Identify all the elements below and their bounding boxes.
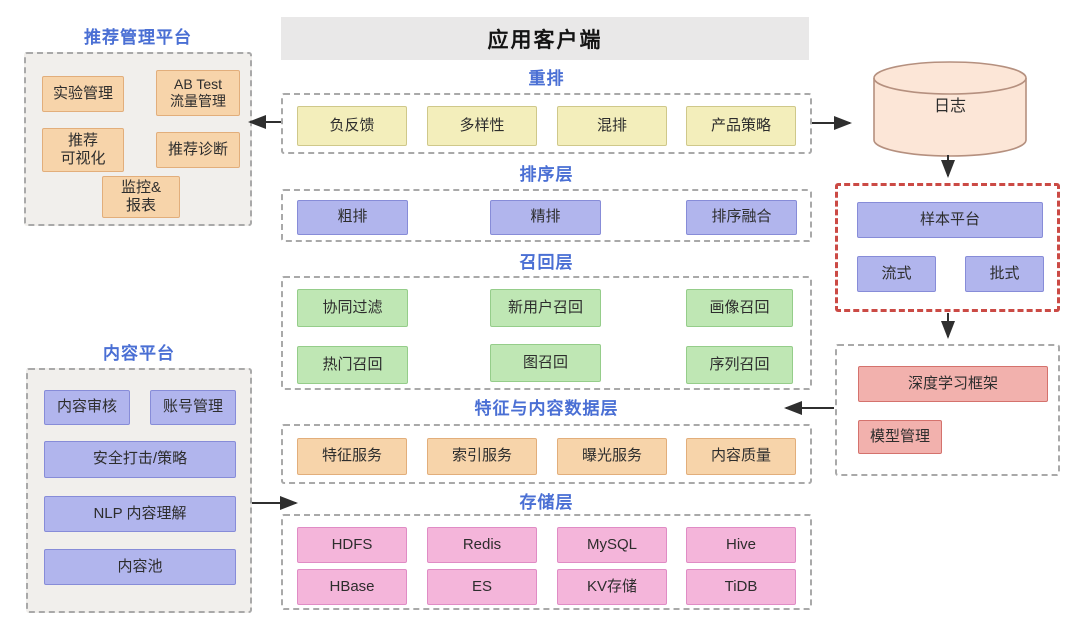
node-coarse-rank: 粗排 (297, 200, 408, 235)
node-new-user-recall: 新用户召回 (490, 289, 601, 327)
node-diversity: 多样性 (427, 106, 537, 146)
node-batch: 批式 (965, 256, 1044, 292)
app-client-bar: 应用客户端 (281, 17, 809, 60)
node-monitor-report: 监控& 报表 (102, 176, 180, 218)
node-mysql: MySQL (557, 527, 667, 563)
node-nlp-understanding: NLP 内容理解 (44, 496, 236, 532)
mgmt-platform-title: 推荐管理平台 (24, 27, 252, 49)
storage-layer-box: HDFS Redis MySQL Hive HBase ES KV存储 TiDB (281, 514, 812, 610)
node-streaming: 流式 (857, 256, 936, 292)
node-es: ES (427, 569, 537, 605)
node-experiment-mgmt: 实验管理 (42, 76, 124, 112)
node-redis: Redis (427, 527, 537, 563)
node-sequence-recall: 序列召回 (686, 346, 793, 384)
node-graph-recall: 图召回 (490, 344, 601, 382)
node-tidb: TiDB (686, 569, 796, 605)
node-hot-recall: 热门召回 (297, 346, 408, 384)
recall-layer-box: 协同过滤 新用户召回 画像召回 热门召回 图召回 序列召回 (281, 276, 812, 390)
log-store-label: 日志 (933, 98, 966, 115)
mgmt-platform-box: 实验管理 AB Test 流量管理 推荐 可视化 推荐诊断 监控& 报表 (24, 52, 252, 226)
ranking-layer-title: 排序层 (281, 164, 812, 186)
rerank-layer-title: 重排 (281, 68, 812, 90)
node-negative-feedback: 负反馈 (297, 106, 407, 146)
sample-platform-box: 样本平台 流式 批式 (835, 183, 1060, 312)
node-model-mgmt: 模型管理 (858, 420, 942, 454)
node-product-strategy: 产品策略 (686, 106, 796, 146)
node-rec-diagnosis: 推荐诊断 (156, 132, 240, 168)
node-dl-framework: 深度学习框架 (858, 366, 1048, 402)
node-account-mgmt: 账号管理 (150, 390, 236, 425)
node-feature-service: 特征服务 (297, 438, 407, 475)
node-security-strategy: 安全打击/策略 (44, 441, 236, 478)
content-platform-title: 内容平台 (26, 343, 252, 365)
model-area-box: 深度学习框架 模型管理 (835, 344, 1060, 476)
node-content-quality: 内容质量 (686, 438, 796, 475)
rerank-layer-box: 负反馈 多样性 混排 产品策略 (281, 93, 812, 154)
node-sample-platform: 样本平台 (857, 202, 1043, 238)
recall-layer-title: 召回层 (281, 252, 812, 274)
log-cylinder-icon (873, 61, 1027, 157)
node-rank-fusion: 排序融合 (686, 200, 797, 235)
node-hbase: HBase (297, 569, 407, 605)
ranking-layer-box: 粗排 精排 排序融合 (281, 189, 812, 242)
node-hive: Hive (686, 527, 796, 563)
node-collaborative-filtering: 协同过滤 (297, 289, 408, 327)
node-content-review: 内容审核 (44, 390, 130, 425)
feature-layer-box: 特征服务 索引服务 曝光服务 内容质量 (281, 424, 812, 484)
node-index-service: 索引服务 (427, 438, 537, 475)
node-hdfs: HDFS (297, 527, 407, 563)
node-profile-recall: 画像召回 (686, 289, 793, 327)
storage-layer-title: 存储层 (281, 492, 812, 514)
node-fine-rank: 精排 (490, 200, 601, 235)
node-abtest-traffic-mgmt: AB Test 流量管理 (156, 70, 240, 116)
node-rec-visualization: 推荐 可视化 (42, 128, 124, 172)
node-content-pool: 内容池 (44, 549, 236, 585)
node-exposure-service: 曝光服务 (557, 438, 667, 475)
feature-layer-title: 特征与内容数据层 (281, 398, 812, 420)
node-kv-storage: KV存储 (557, 569, 667, 605)
node-mixed-rank: 混排 (557, 106, 667, 146)
content-platform-box: 内容审核 账号管理 安全打击/策略 NLP 内容理解 内容池 (26, 368, 252, 613)
